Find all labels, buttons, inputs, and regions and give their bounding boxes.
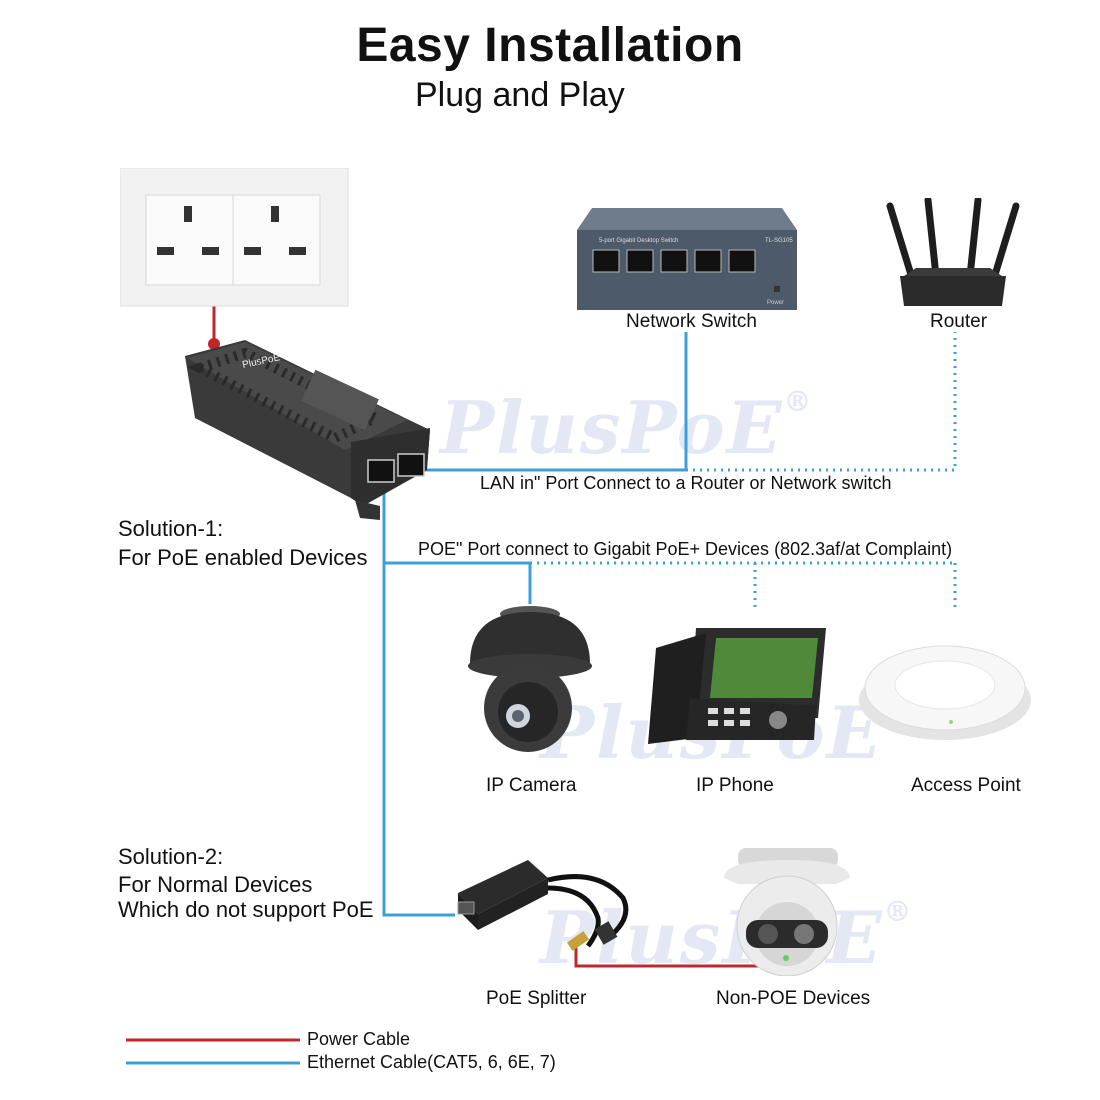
poe-splitter-icon: [457, 860, 629, 951]
poe-splitter-label: PoE Splitter: [486, 988, 587, 1009]
watermark: PlusPoE®: [440, 385, 814, 470]
router-label: Router: [930, 311, 988, 332]
switch-caption: 5-port Gigabit Desktop Switch: [599, 238, 678, 244]
switch-power-label: Power: [767, 300, 784, 306]
non-poe-devices-label: Non-POE Devices: [716, 988, 871, 1009]
ip-phone-label: IP Phone: [696, 775, 774, 796]
poe-injector: PlusPoE: [185, 340, 430, 520]
wall-socket: [120, 168, 349, 307]
switch-model: TL-SG105: [765, 238, 793, 244]
ethernet-cable-poe: [382, 483, 455, 917]
legend-ethernet-cable: Ethernet Cable(CAT5, 6, 6E, 7): [307, 1052, 556, 1072]
ip-camera-icon: [468, 606, 592, 752]
ip-camera-label: IP Camera: [486, 775, 577, 796]
ethernet-cable-router: [686, 332, 957, 472]
poe-port-description: POE" Port connect to Gigabit PoE+ Device…: [418, 539, 953, 559]
page-subtitle: Plug and Play: [415, 76, 625, 114]
router-icon: [886, 198, 1020, 306]
page-title: Easy Installation: [356, 19, 744, 72]
ip-phone-icon: [648, 628, 826, 744]
access-point-label: Access Point: [911, 775, 1021, 796]
lan-in-description: LAN in" Port Connect to a Router or Netw…: [480, 473, 892, 493]
solution-1-description: For PoE enabled Devices: [118, 545, 368, 570]
access-point-icon: [859, 645, 1031, 740]
solution-2-title: Solution-2:: [118, 844, 224, 869]
legend-power-cable: Power Cable: [307, 1029, 411, 1049]
solution-2-description-2: Which do not support PoE: [118, 897, 374, 922]
ethernet-cable-lan: [412, 332, 688, 472]
network-switch-label: Network Switch: [626, 311, 757, 332]
power-cable-joint: [208, 338, 220, 350]
solution-1-title: Solution-1:: [118, 516, 224, 541]
non-poe-device-icon: [724, 848, 850, 976]
network-switch-icon: 5-port Gigabit Desktop Switch TL-SG105 P…: [577, 208, 797, 310]
solution-2-description-1: For Normal Devices: [118, 872, 313, 897]
ethernet-cable-camera: [384, 561, 532, 604]
